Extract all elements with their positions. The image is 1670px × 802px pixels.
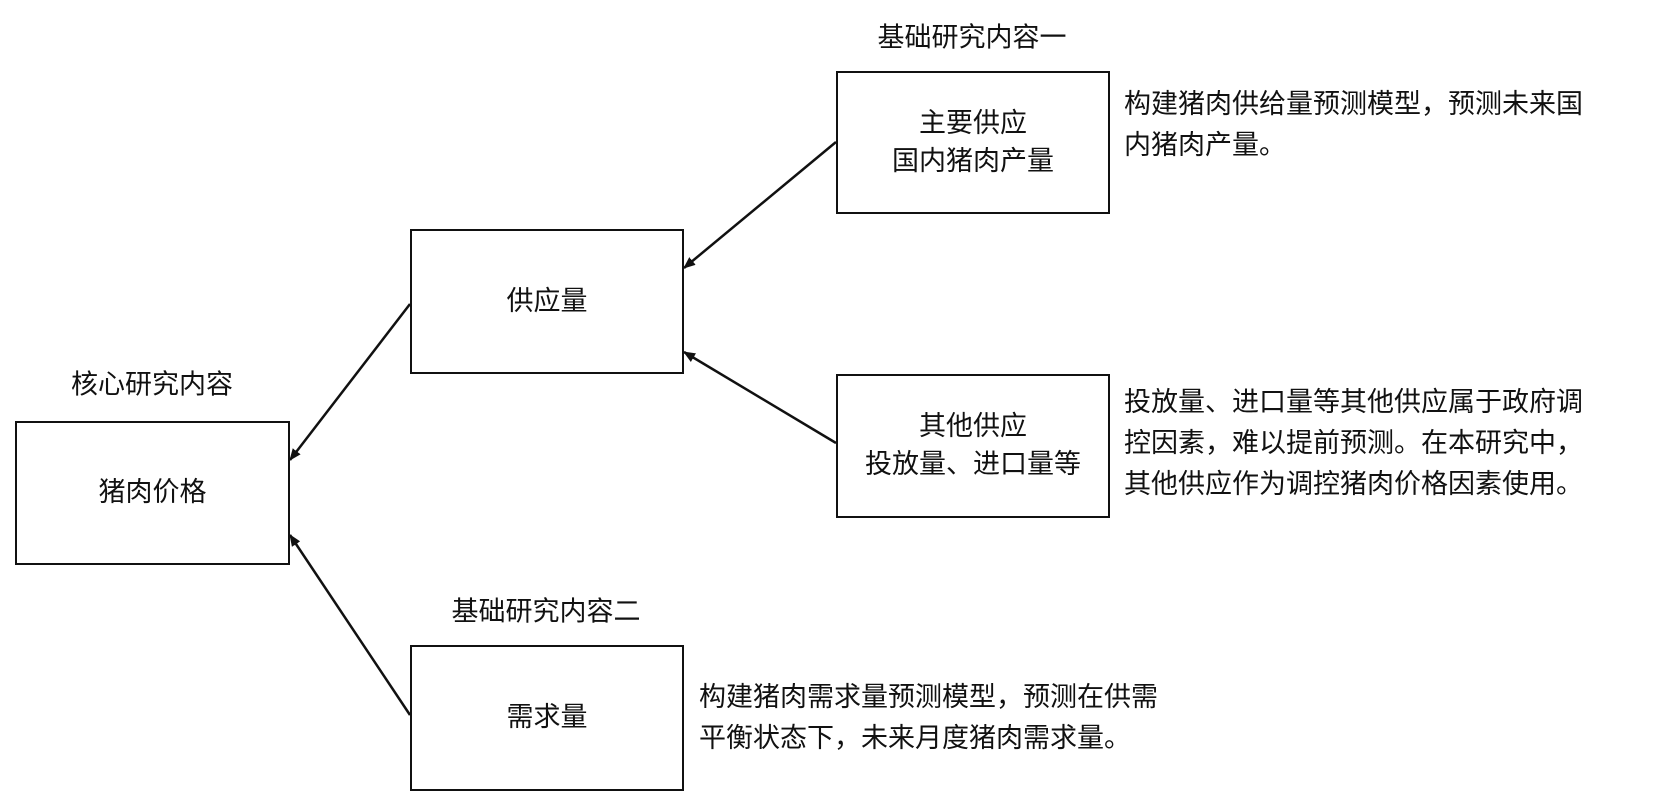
node-supply: 供应量 (410, 229, 684, 374)
node-text: 投放量、进口量等 (865, 449, 1081, 480)
demand-description: 构建猪肉需求量预测模型，预测在供需 平衡状态下，未来月度猪肉需求量。 (699, 677, 1158, 759)
desc-line: 平衡状态下，未来月度猪肉需求量。 (699, 723, 1131, 754)
arrow-supply-to-price (289, 303, 411, 461)
desc-line: 内猪肉产量。 (1124, 130, 1286, 161)
node-other-supply: 其他供应 投放量、进口量等 (836, 374, 1110, 518)
basic-research-two-label: 基础研究内容二 (451, 596, 641, 628)
basic-research-one-label: 基础研究内容一 (877, 22, 1067, 54)
desc-line: 投放量、进口量等其他供应属于政府调 (1124, 387, 1583, 418)
arrow-other-supply-to-supply (683, 350, 837, 445)
core-research-label: 核心研究内容 (71, 369, 233, 401)
node-text: 其他供应 (919, 411, 1027, 442)
desc-line: 构建猪肉需求量预测模型，预测在供需 (699, 682, 1158, 713)
node-text: 猪肉价格 (98, 477, 207, 508)
node-text: 国内猪肉产量 (892, 145, 1054, 177)
node-text: 供应量 (506, 285, 588, 317)
node-demand: 需求量 (410, 645, 684, 791)
node-text: 主要供应 (919, 107, 1027, 139)
node-pork-price: 猪肉价格 (15, 421, 290, 565)
arrow-main-supply-to-supply (683, 141, 837, 269)
other-supply-description: 投放量、进口量等其他供应属于政府调 控因素，难以提前预测。在本研究中， 其他供应… (1124, 382, 1583, 505)
node-main-supply: 主要供应 国内猪肉产量 (836, 71, 1110, 214)
desc-line: 其他供应作为调控猪肉价格因素使用。 (1124, 469, 1583, 500)
main-supply-description: 构建猪肉供给量预测模型，预测未来国 内猪肉产量。 (1124, 84, 1583, 166)
node-text: 需求量 (506, 702, 588, 733)
desc-line: 构建猪肉供给量预测模型，预测未来国 (1124, 89, 1583, 120)
desc-line: 控因素，难以提前预测。在本研究中， (1124, 428, 1583, 459)
arrow-demand-to-price (288, 534, 412, 716)
